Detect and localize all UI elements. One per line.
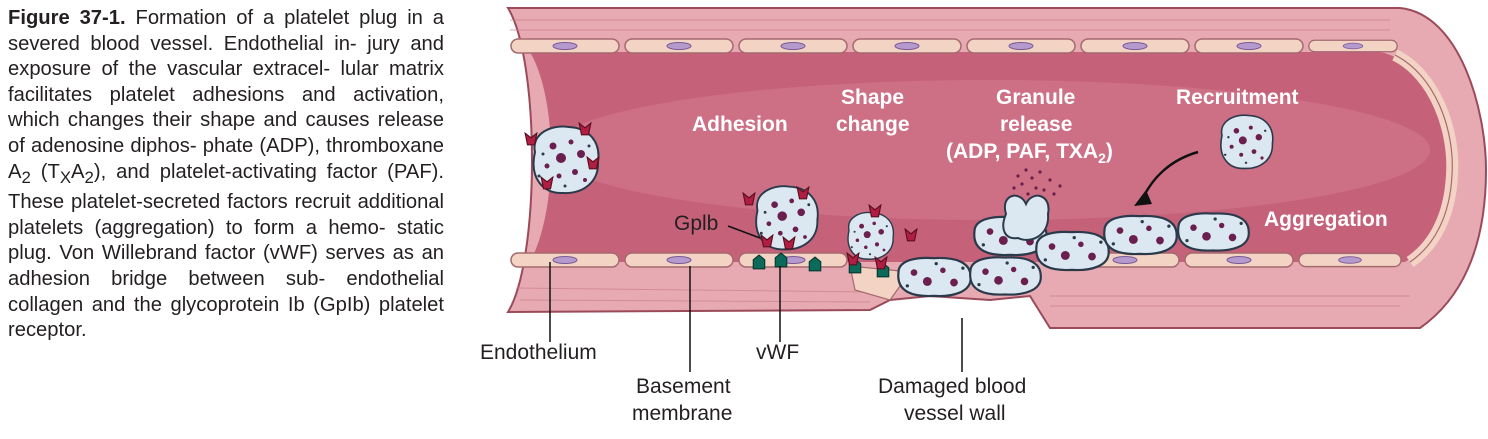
label-vwf: vWF [756, 341, 799, 364]
caption-line-12: serves as an adhesion bridge between sub… [8, 242, 445, 290]
caption-txa-a: A [71, 160, 85, 183]
label-shape-2: change [836, 113, 910, 136]
label-endothelium: Endothelium [480, 341, 597, 364]
wall-texture [510, 19, 1410, 307]
label-aggregation: Aggregation [1264, 208, 1388, 231]
leader-lines [549, 225, 963, 372]
caption-line-9: platelet-secreted factors recruit additi… [71, 191, 445, 214]
label-granule-3-main: (ADP, PAF, TXA [946, 140, 1098, 163]
label-damaged-1: Damaged blood [878, 375, 1026, 398]
caption-line-1: Formation of a platelet plug [135, 7, 398, 29]
label-gplb: Gplb [674, 212, 718, 235]
basement-membrane-damage [849, 265, 912, 301]
label-granule-3-sub: 2 [1098, 150, 1106, 166]
lumen-highlight [550, 80, 1430, 220]
caption-figure-label: Figure 37-1. [8, 7, 126, 29]
label-granule-3: (ADP, PAF, TXA2) [946, 140, 1113, 166]
label-damaged-2: vessel wall [904, 402, 1006, 425]
endothelium-top [510, 38, 1398, 54]
label-basement-1: Basement [636, 375, 731, 398]
caption-txa-open: (T [40, 160, 60, 183]
label-adhesion: Adhesion [692, 113, 788, 136]
label-granule-1: Granule [996, 86, 1075, 109]
figure-caption: Figure 37-1. Formation of a platelet plu… [8, 6, 444, 344]
caption-txa-tail: ), [93, 160, 107, 183]
caption-line-7: phate (ADP), thromboxane A [8, 134, 444, 183]
caption-line-2: in a severed blood vessel. Endothelial i… [8, 7, 445, 55]
caption-line-11: static plug. Von Willebrand factor (vWF) [8, 216, 444, 265]
label-recruitment: Recruitment [1176, 86, 1299, 109]
label-shape-1: Shape [841, 86, 904, 109]
caption-line-6: and causes release of adenosine diphos- [8, 109, 444, 157]
platelet-granule-release [1002, 168, 1062, 241]
caption-line-13: endothelial collagen and the glycoprotei… [8, 267, 444, 316]
caption-sub-2a: 2 [21, 167, 31, 187]
caption-sub-x: X [59, 167, 72, 187]
platelet-plug-diagram: Adhesion Shape change Granule release (A… [480, 7, 1488, 425]
caption-line-14: Ib (GpIb) platelet receptor. [8, 293, 445, 342]
caption-line-3: jury and exposure of the vascular extrac… [8, 32, 444, 81]
caption-line-4: lular matrix facilitates platelet adhesi… [8, 58, 445, 106]
label-granule-3-end: ) [1106, 140, 1113, 163]
caption-line-10: platelets (aggregation) to form a hemo- [8, 216, 386, 239]
platelet-recruitment [1219, 114, 1274, 170]
caption-line-5: and activation, which changes their shap… [8, 83, 444, 132]
caption-sub-2b: 2 [84, 167, 94, 187]
label-basement-2: membrane [632, 402, 732, 425]
caption-line-8: and platelet-activating factor (PAF). Th… [8, 160, 444, 214]
label-granule-2: release [1000, 113, 1072, 136]
